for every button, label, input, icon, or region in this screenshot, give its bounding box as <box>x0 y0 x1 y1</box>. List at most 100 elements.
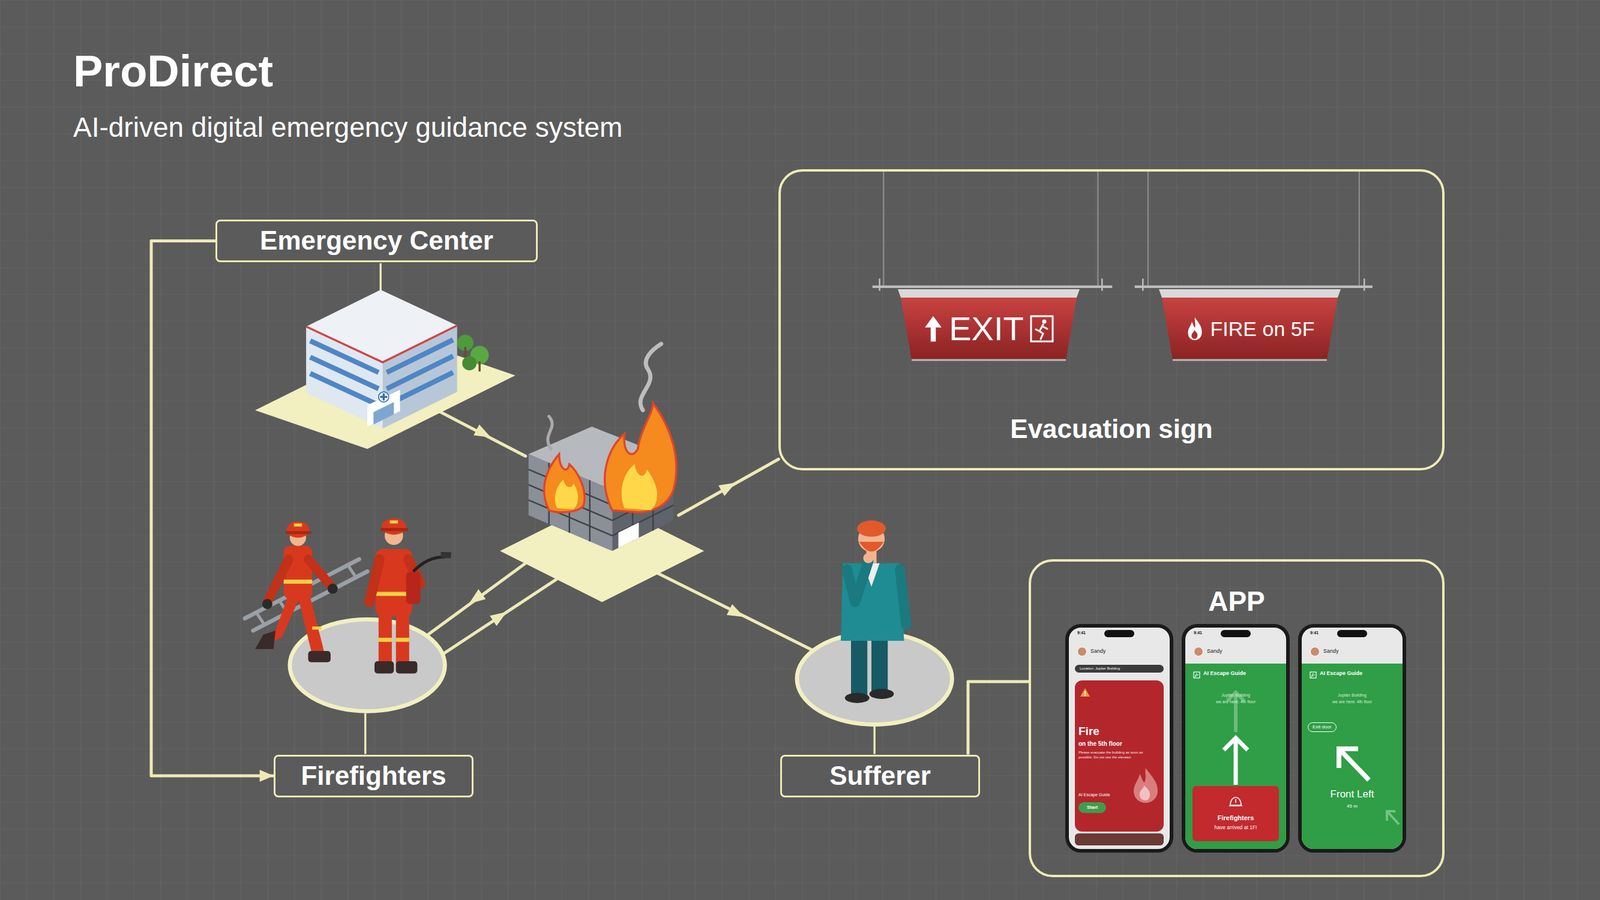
sign-panel: Evacuation signEXITFIRE on 5F <box>778 169 1445 471</box>
sufferer-figure-part <box>863 553 874 564</box>
page-caption: AI-driven digital emergency guidance sys… <box>73 111 623 144</box>
sufferer-label-box: Sufferer <box>780 754 981 798</box>
user-name: Sandy <box>1323 648 1339 655</box>
guide-icon-part <box>1193 672 1200 679</box>
sign-hangers-part <box>1101 278 1104 291</box>
emergency-center-building-part <box>386 356 454 389</box>
panel-heading: Evacuation sign <box>780 414 1443 445</box>
guide-label: AI Escape Guide <box>1078 792 1111 798</box>
flow-arrowheads-part <box>726 604 747 623</box>
firefighters-figure-part <box>312 626 322 630</box>
direction-arrow-part <box>1334 741 1373 784</box>
firefighters-figure-part <box>307 559 332 587</box>
emergency-center-building <box>255 289 516 449</box>
phone-screen: 9:41SandyAI Escape GuideJupiter Building… <box>1181 624 1290 853</box>
direction-arrow-part <box>1338 748 1369 781</box>
flow-arrowheads-part <box>473 424 494 443</box>
guide-icon-part <box>1309 671 1317 679</box>
burning-building <box>499 343 704 602</box>
emergency-center-building-part <box>373 402 394 425</box>
sign-hangers-part <box>1134 285 1373 289</box>
notice-body: have arrived at 1F! <box>1192 824 1279 831</box>
sign-body-part <box>1161 297 1338 361</box>
arrow-icon-part <box>923 314 943 344</box>
sign-hangers-part <box>1142 278 1144 291</box>
phone-screen: 9:41SandyAI Escape GuideJupiter Building… <box>1298 624 1407 853</box>
sufferer-figure-part <box>859 541 885 552</box>
emergency-center-building-part <box>310 373 379 406</box>
flame-icon-part <box>1185 316 1205 342</box>
building-name: Jupiter Building <box>1301 693 1403 698</box>
phone-notch <box>1104 630 1135 638</box>
corner-arrow-part <box>1384 807 1401 826</box>
firefighters-figure-part <box>441 552 452 559</box>
firefighters-figure-part <box>396 661 418 674</box>
firefighters-figure-part <box>396 612 410 665</box>
firefighters-figure-part <box>297 597 325 656</box>
firefighters-figure-part <box>262 598 273 610</box>
firefighters-figure <box>244 518 451 712</box>
alert-subtitle: on the 5th floor <box>1078 740 1123 748</box>
warning-icon-part <box>1084 691 1086 695</box>
firefighters-figure-part <box>327 583 338 595</box>
firefighters-figure-part <box>285 531 312 535</box>
flame-art-part <box>1139 785 1150 801</box>
phone-notch <box>1337 630 1368 638</box>
alert-title: Fire <box>1078 724 1100 739</box>
firefighters-figure-part <box>380 528 409 532</box>
firefighters-figure-part <box>381 518 407 535</box>
firefighters-figure-part <box>307 651 331 663</box>
user-avatar <box>1310 646 1320 657</box>
sufferer-figure-part <box>869 688 895 700</box>
firefighters-figure-part <box>389 520 398 524</box>
sign-hangers-part <box>1147 169 1149 286</box>
leader-lines-part <box>364 713 367 755</box>
helmet-icon-part <box>1229 805 1243 807</box>
flow-lines-part <box>658 573 819 654</box>
firefighters-figure-part <box>396 637 410 643</box>
status-time: 9:41 <box>1310 630 1319 636</box>
firefighters-figure-part <box>267 559 289 602</box>
flame-icon-part <box>1187 317 1202 341</box>
warning-icon <box>1079 687 1091 698</box>
corner-arrow <box>1384 807 1401 826</box>
sign-hangers <box>872 169 1373 291</box>
sign-hangers-part <box>1363 278 1366 291</box>
firefighters-figure-part <box>294 523 303 527</box>
flow-lines-part <box>426 563 526 637</box>
firefighters-figure-part <box>286 521 310 538</box>
firefighters-label-box: Firefighters <box>273 754 474 798</box>
firefighters-figure-part <box>256 612 265 625</box>
start-button: Start <box>1078 802 1107 814</box>
door-icon-part <box>1041 319 1047 325</box>
burning-building-part <box>640 343 662 411</box>
leader-lines-part <box>873 726 876 755</box>
firefighters-figure-part <box>378 612 392 665</box>
sign-body-part <box>897 289 1080 298</box>
emergency-center-building-part <box>478 361 481 372</box>
emergency-center-building-part <box>462 356 477 371</box>
warning-icon-part <box>1084 694 1086 697</box>
burning-building-part <box>555 479 578 509</box>
up-arrow-part <box>1223 738 1248 785</box>
user-name: Sandy <box>1206 648 1223 655</box>
node-label: Emergency Center <box>259 225 494 257</box>
guide-icon-part <box>1311 673 1315 678</box>
exit-door-tag: Exit door <box>1307 722 1337 733</box>
helmet-icon-part <box>1230 797 1242 806</box>
arrow-icon <box>923 314 943 344</box>
firefighters-figure-part <box>374 661 394 674</box>
burning-building-part <box>604 403 677 513</box>
emergency-center-building-part <box>306 325 458 363</box>
sign-hangers-part <box>872 285 1113 289</box>
emergency-center-building-part <box>310 339 454 406</box>
flame-art <box>1131 766 1161 805</box>
app-panel: APP9:41SandyLocation: Jupiter BuildingFi… <box>1028 559 1445 878</box>
burning-building-part <box>621 464 658 511</box>
panel-heading: APP <box>1031 585 1443 618</box>
flow-arrowheads-part <box>718 477 739 497</box>
connectors <box>151 241 1029 777</box>
emergency-center-building-part <box>464 346 467 358</box>
fire-sign: FIRE on 5F <box>1158 283 1341 365</box>
